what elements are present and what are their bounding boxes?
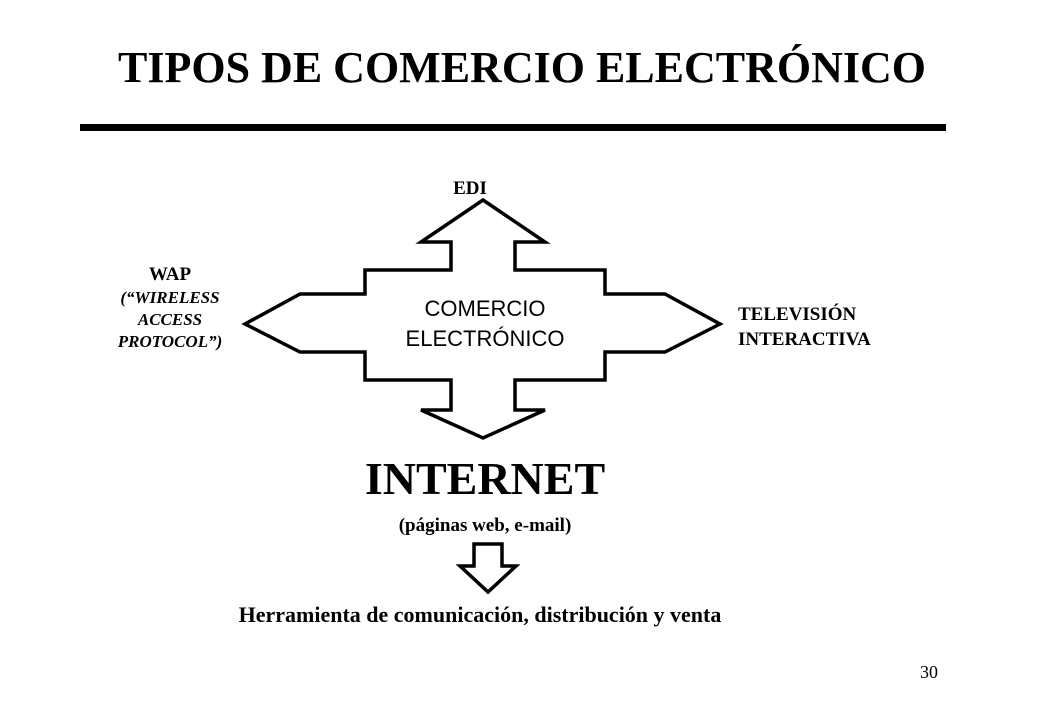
label-internet-subtitle: (páginas web, e-mail) <box>398 515 572 536</box>
label-internet: INTERNET <box>364 453 606 504</box>
center-label: COMERCIO ELECTRÓNICO <box>360 294 610 354</box>
label-wap-group: WAP (“WIRELESS ACCESS PROTOCOL”) <box>80 263 260 353</box>
page-number: 30 <box>920 662 938 682</box>
slide-title: TIPOS DE COMERCIO ELECTRÓNICO <box>118 43 927 92</box>
title-underline <box>80 124 946 131</box>
label-edi: EDI <box>453 178 487 199</box>
label-wap-line: ACCESS <box>137 310 203 329</box>
label-wap-line: PROTOCOL”) <box>117 332 223 351</box>
center-label-line: COMERCIO <box>424 296 546 321</box>
label-television: TELEVISIÓN INTERACTIVA <box>738 302 871 352</box>
label-television-line: INTERACTIVA <box>738 329 871 350</box>
down-arrow-icon <box>455 542 521 595</box>
four-way-arrow <box>241 197 724 440</box>
label-wap-line: (“WIRELESS <box>120 288 220 307</box>
center-label-line: ELECTRÓNICO <box>405 326 565 351</box>
result-label: Herramienta de comunicación, distribució… <box>238 602 722 627</box>
label-television-line: TELEVISIÓN <box>738 304 857 325</box>
label-wap: WAP <box>148 264 192 285</box>
